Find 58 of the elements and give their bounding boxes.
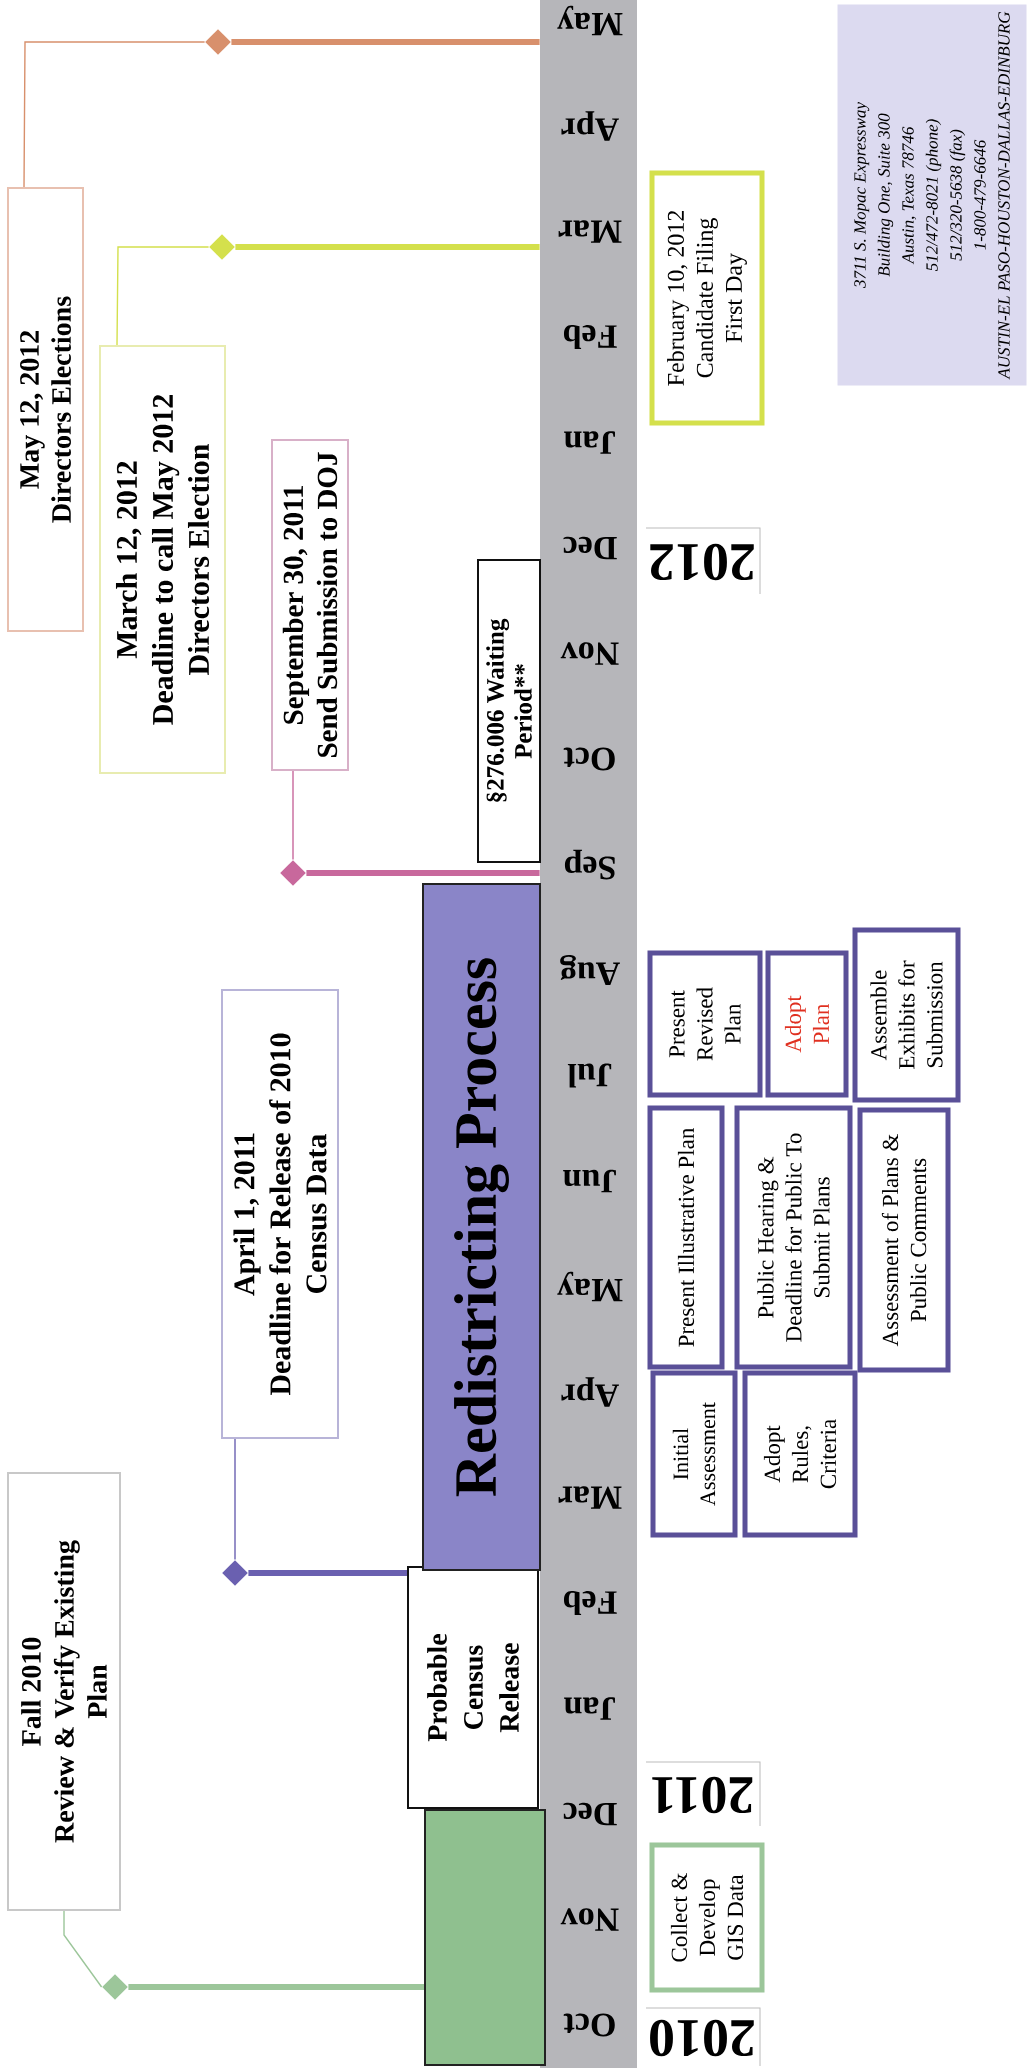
month-label: Aug	[560, 955, 620, 985]
month-label: Dec	[563, 536, 617, 560]
month-label: Oct	[563, 747, 615, 771]
task-box: Assemble Exhibits for Submission	[852, 927, 961, 1103]
month-label: Jun	[563, 1169, 616, 1193]
month-label: Apr	[561, 1377, 619, 1407]
leader-line	[63, 1910, 103, 1988]
milestone-box: March 12, 2012 Deadline to call May 2012 Directors Election	[99, 345, 226, 774]
milestone-box: April 1, 2011 Deadline for Release of 2010 Census Data	[221, 989, 339, 1439]
milestone-diamond	[209, 234, 235, 260]
month-label: May	[557, 5, 623, 36]
phase-band: Redistricting Process	[422, 883, 541, 1571]
month-label: Oct	[563, 2013, 615, 2037]
month-label: Mar	[558, 220, 622, 243]
milestone-diamond	[222, 1560, 248, 1586]
milestone-diamond	[205, 29, 231, 55]
task-box: Collect & Develop GIS Data	[649, 1842, 765, 1993]
month-label: Feb	[564, 1591, 617, 1615]
address-box: 3711 S. Mopac Expressway Building One, Suite 300 Austin, Texas 78746 512/472-8021 (phone) 512/320-5638 (fax) 1-800-479-6646 AUSTIN-EL PASO-HOUSTON-DALLAS-EDINBURG	[837, 4, 1027, 386]
month-label: Jan	[564, 1697, 615, 1720]
leader-line	[234, 1438, 236, 1561]
phase-box: Probable Census Release	[407, 1566, 539, 1809]
task-box: Present Revised Plan	[647, 950, 763, 1098]
milestone-diamond	[280, 860, 306, 886]
month-label: May	[557, 1271, 623, 1302]
leader-line	[23, 41, 206, 188]
leader-line	[116, 246, 210, 346]
task-box: Present Illustrative Plan	[647, 1105, 725, 1370]
year-label: 2010	[645, 2007, 761, 2067]
month-label: Sep	[564, 849, 615, 880]
connector-line	[231, 39, 540, 45]
month-label: Mar	[558, 1486, 622, 1509]
month-label: Feb	[564, 325, 617, 349]
connector-line	[235, 244, 540, 250]
year-label: 2012	[645, 527, 761, 595]
milestone-box: Fall 2010 Review & Verify Existing Plan	[7, 1472, 121, 1911]
task-box: Assessment of Plans & Public Comments	[857, 1107, 951, 1373]
task-box: Adopt Rules, Criteria	[742, 1370, 858, 1538]
leader-line	[292, 770, 294, 861]
month-label: Nov	[560, 642, 619, 665]
task-box: Adopt Plan	[765, 950, 849, 1098]
phase-bar	[424, 1809, 546, 2066]
connector-line	[248, 1570, 407, 1576]
milestone-box: May 12, 2012 Directors Elections	[7, 187, 84, 632]
task-box: Initial Assessment	[650, 1370, 738, 1538]
month-label: Dec	[563, 1802, 617, 1826]
year-label: 2011	[645, 1761, 761, 1827]
task-box: Public Hearing & Deadline for Public To Submit Plans	[734, 1105, 853, 1370]
milestone-box: February 10, 2012 Candidate Filing First Day	[649, 170, 765, 426]
month-label: Apr	[561, 111, 619, 141]
month-label: Jul	[567, 1063, 612, 1088]
milestone-diamond	[102, 1974, 128, 2000]
milestone-box: September 30, 2011 Send Submission to DOJ	[271, 439, 349, 771]
connector-line	[128, 1984, 424, 1990]
phase-box: §276.006 Waiting Period**	[477, 559, 541, 863]
month-label: Nov	[560, 1908, 619, 1931]
month-label: Jan	[564, 431, 615, 454]
connector-line	[306, 870, 540, 876]
